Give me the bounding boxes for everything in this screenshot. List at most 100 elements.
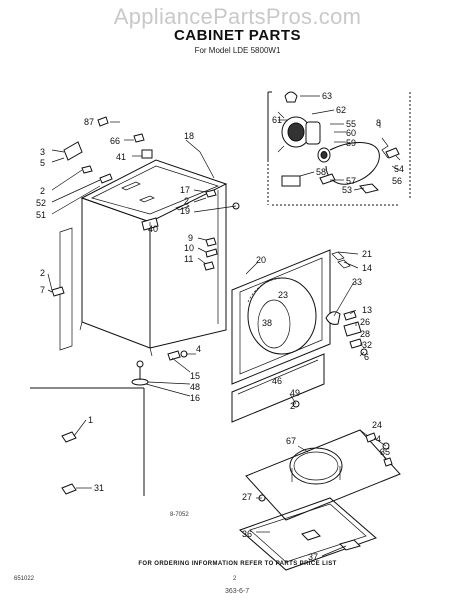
part-66 xyxy=(133,133,145,143)
callout-59: 59 xyxy=(346,138,356,148)
callout-17: 17 xyxy=(180,185,190,195)
callout-11: 11 xyxy=(184,254,193,264)
callout-62: 62 xyxy=(336,105,346,115)
callout-16: 16 xyxy=(190,393,200,403)
bracket-3-5 xyxy=(63,141,83,161)
bottom-tray-36 xyxy=(239,497,377,571)
callout-2d: 2 xyxy=(290,401,295,411)
callout-49: 49 xyxy=(290,388,300,398)
part-9 xyxy=(205,237,217,247)
callout-61: 61 xyxy=(272,115,282,125)
callout-66: 66 xyxy=(110,136,120,146)
callout-40: 40 xyxy=(148,224,158,234)
callout-41: 41 xyxy=(116,152,126,162)
cabinet-back-panel xyxy=(59,227,73,351)
toe-panel-46 xyxy=(231,353,325,423)
hinge-28 xyxy=(343,321,362,337)
figure-code: 8-7052 xyxy=(170,512,189,518)
ordering-footer: FOR ORDERING INFORMATION REFER TO PARTS … xyxy=(138,561,337,567)
front-panel-outline xyxy=(231,249,331,385)
callout-60: 60 xyxy=(346,128,356,138)
screw-87 xyxy=(97,116,109,127)
leveling-leg-16 xyxy=(131,360,149,386)
callout-6: 6 xyxy=(364,352,369,362)
part-32 xyxy=(349,338,363,349)
door-opening xyxy=(247,277,317,355)
watermark: AppliancePartsPros.com xyxy=(113,4,362,29)
part-31 xyxy=(61,483,77,495)
callout-4a: 4 xyxy=(196,344,201,354)
page-title: CABINET PARTS xyxy=(173,27,302,44)
callout-28: 28 xyxy=(360,329,370,339)
callout-53: 53 xyxy=(342,185,352,195)
callout-46: 46 xyxy=(272,376,282,386)
drum-ring xyxy=(289,447,343,485)
callout-32: 32 xyxy=(362,340,372,350)
part-13 xyxy=(343,310,357,321)
callout-35: 35 xyxy=(380,447,390,457)
model-subtitle: For Model LDE 5800W1 xyxy=(194,46,281,55)
callout-15: 15 xyxy=(190,371,200,381)
cabinet-side-panel xyxy=(81,197,151,349)
leader-lines xyxy=(47,139,387,557)
callout-54: 54 xyxy=(394,164,404,174)
callout-26: 26 xyxy=(360,317,370,327)
part-56 xyxy=(385,147,400,159)
tray-tab xyxy=(301,529,321,541)
callout-1: 1 xyxy=(88,415,93,425)
part-11 xyxy=(203,261,215,271)
callout-38: 38 xyxy=(262,318,272,328)
bottom-code: 363-6-7 xyxy=(225,588,250,595)
callout-63: 63 xyxy=(322,91,332,101)
screw-2a xyxy=(81,165,93,174)
motor-bracket-58 xyxy=(281,175,301,187)
callout-labels: 63 62 61 55 8 60 59 58 57 54 56 53 87 66… xyxy=(36,91,404,562)
callout-2a: 2 xyxy=(40,186,45,196)
left-inset xyxy=(30,387,145,496)
part-33 xyxy=(325,311,341,325)
upper-left-hardware xyxy=(63,116,153,184)
motor xyxy=(277,111,321,153)
callout-23: 23 xyxy=(278,290,288,300)
callout-3: 3 xyxy=(40,147,45,157)
callout-55: 55 xyxy=(346,119,356,129)
callout-2c: 2 xyxy=(40,268,45,278)
callout-58: 58 xyxy=(316,167,326,177)
callout-2b: 2 xyxy=(184,196,189,206)
callout-48: 48 xyxy=(190,382,200,392)
callout-67: 67 xyxy=(286,436,296,446)
base-assembly xyxy=(239,429,401,571)
callout-51: 51 xyxy=(36,210,46,220)
document-code: 651022 xyxy=(14,576,35,582)
callout-21: 21 xyxy=(362,249,372,259)
callout-52: 52 xyxy=(36,198,46,208)
callout-24: 24 xyxy=(372,420,382,430)
part-15 xyxy=(167,350,181,361)
part-41 xyxy=(141,149,153,159)
cabinet-right-edge xyxy=(149,184,227,349)
callout-33: 33 xyxy=(352,277,362,287)
part-1 xyxy=(61,431,77,443)
part-52 xyxy=(99,173,113,184)
part-24 xyxy=(365,432,377,443)
callout-20: 20 xyxy=(256,255,266,265)
page-number: 2 xyxy=(233,576,237,582)
callout-5: 5 xyxy=(40,158,45,168)
lower-left-hardware xyxy=(51,286,300,408)
part-10 xyxy=(205,248,218,258)
callout-8: 8 xyxy=(376,118,381,128)
callout-27: 27 xyxy=(242,492,252,502)
pulley xyxy=(317,147,331,163)
callout-13: 13 xyxy=(362,305,372,315)
callout-9: 9 xyxy=(188,233,193,243)
front-panel xyxy=(231,249,331,385)
callout-18: 18 xyxy=(184,131,194,141)
callout-31: 31 xyxy=(94,483,104,493)
callout-19: 19 xyxy=(180,206,190,216)
motor-inset xyxy=(267,91,411,206)
part-37 xyxy=(339,539,361,551)
callout-7: 7 xyxy=(40,285,45,295)
callout-56: 56 xyxy=(392,176,402,186)
inset-bracket-left xyxy=(267,91,272,160)
